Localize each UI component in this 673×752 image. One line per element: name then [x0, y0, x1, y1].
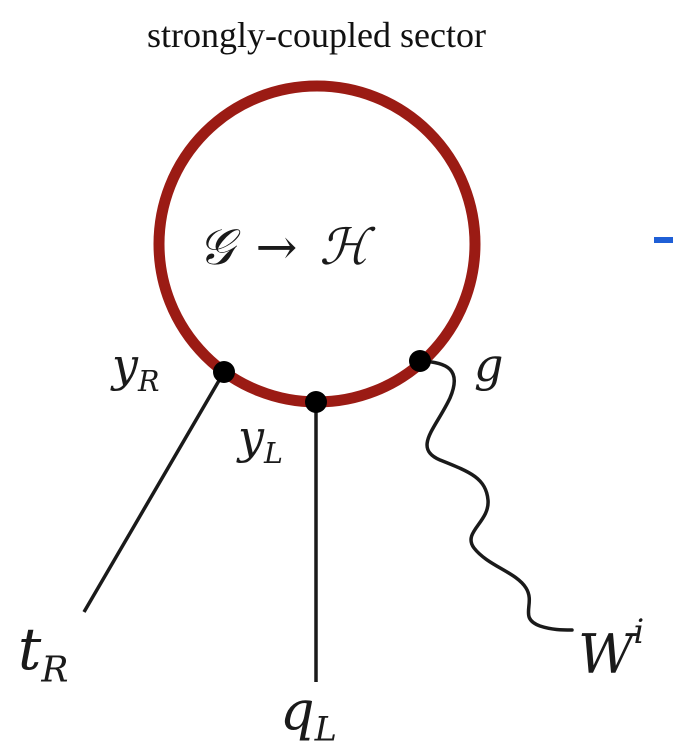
qL-base: q	[280, 679, 315, 742]
label-Wi: Wi	[578, 615, 644, 682]
tR-subscript: R	[41, 649, 69, 691]
label-yR: yR	[112, 342, 159, 396]
yL-subscript: L	[264, 436, 283, 470]
yL-base: y	[238, 410, 264, 464]
W-wavy-line	[418, 359, 574, 632]
diagram-title: strongly-coupled sector	[147, 15, 486, 55]
group-G: 𝒢	[198, 218, 234, 276]
label-g: g	[474, 342, 503, 388]
center-label: 𝒢 → ℋ	[198, 222, 369, 272]
label-yL: yL	[238, 414, 283, 468]
yR-subscript: R	[138, 364, 160, 398]
tR-base: t	[18, 615, 42, 683]
g-coupling: g	[474, 338, 504, 392]
label-qL: qL	[280, 684, 337, 746]
qL-subscript: L	[314, 709, 337, 749]
label-tR: tR	[18, 620, 68, 688]
group-H: ℋ	[319, 218, 369, 276]
W-base: W	[578, 623, 634, 686]
yR-base: y	[112, 338, 138, 392]
arrow-symbol: →	[255, 218, 298, 276]
vertex-yL	[305, 391, 327, 413]
W-superscript: i	[633, 611, 645, 651]
vertex-g	[409, 350, 431, 372]
tR-line	[82, 371, 226, 613]
vertex-yR	[213, 361, 235, 383]
